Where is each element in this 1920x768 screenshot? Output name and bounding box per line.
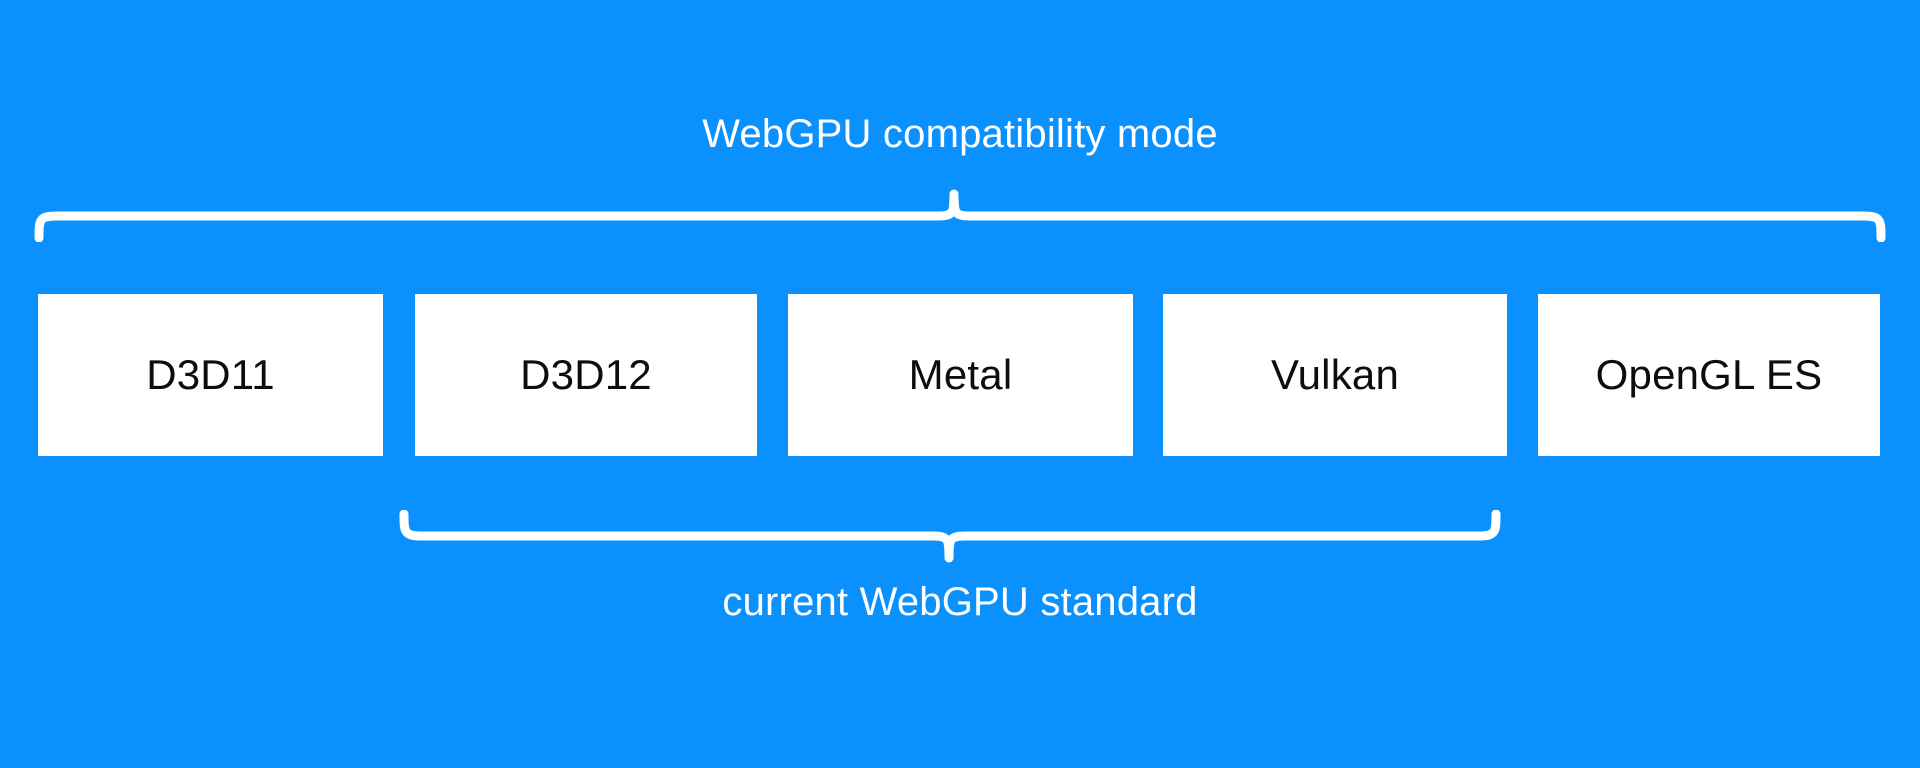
bottom-caption: current WebGPU standard (722, 580, 1198, 624)
top-caption: WebGPU compatibility mode (702, 112, 1218, 156)
api-box-label: D3D12 (520, 351, 652, 398)
api-box-label: Vulkan (1270, 351, 1400, 398)
api-box-metal[interactable]: Metal (788, 294, 1133, 456)
api-box-vulkan[interactable]: Vulkan (1163, 294, 1507, 456)
bottom-brace (395, 510, 1505, 566)
api-box-d3d11[interactable]: D3D11 (38, 294, 383, 456)
api-box-d3d12[interactable]: D3D12 (415, 294, 757, 456)
api-box-label: Metal (908, 351, 1013, 398)
api-box-opengl-es[interactable]: OpenGL ES (1538, 294, 1880, 456)
api-box-row: D3D11 D3D12 Metal Vulkan OpenGL ES (0, 294, 1920, 456)
api-box-label: D3D11 (146, 351, 275, 398)
top-brace (30, 186, 1890, 242)
api-box-label: OpenGL ES (1595, 351, 1823, 398)
